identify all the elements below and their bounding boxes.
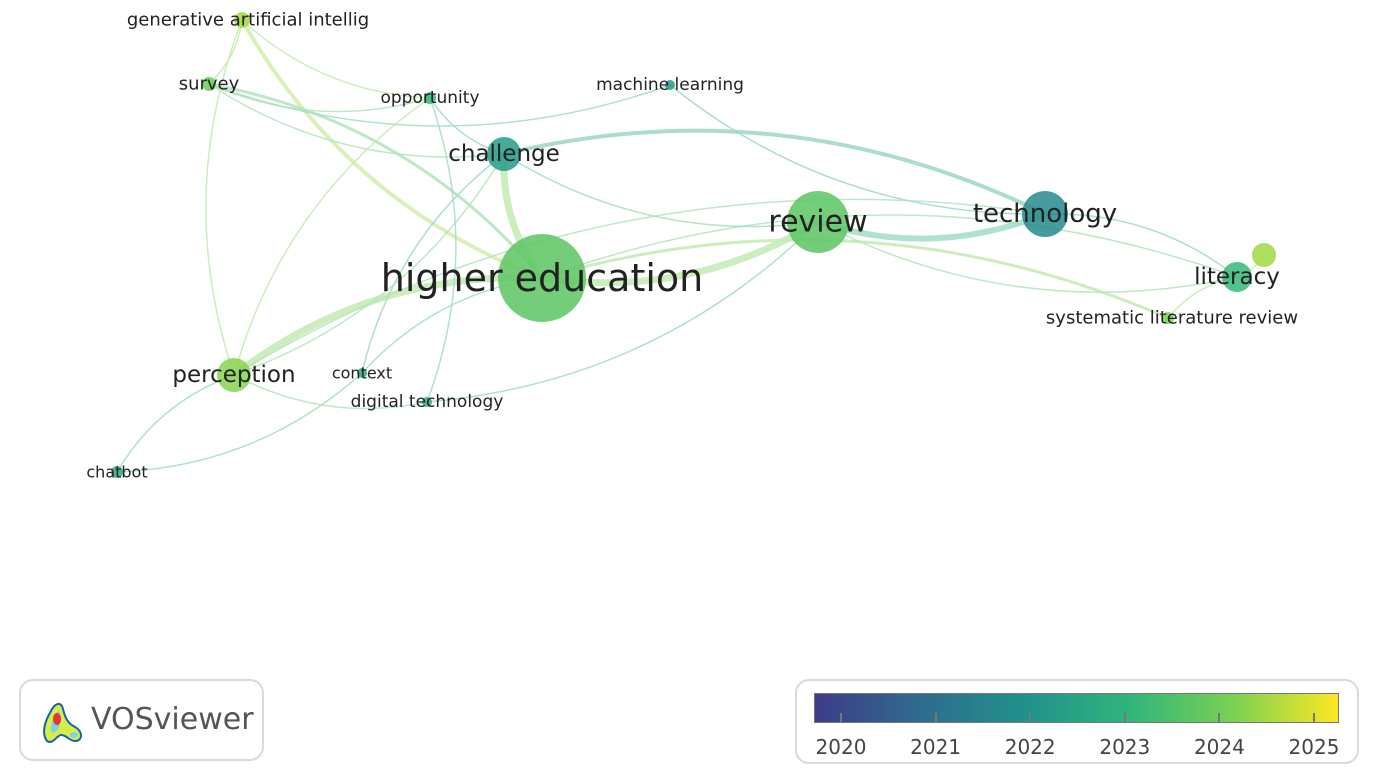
link-challenge-survey	[208, 83, 505, 158]
node-generative-ai[interactable]	[234, 12, 250, 28]
link-perception-digital_technology	[233, 374, 428, 410]
nodes-layer	[111, 12, 1276, 478]
node-label-challenge[interactable]: challenge	[448, 141, 560, 167]
node-label-digital-technology[interactable]: digital technology	[351, 392, 504, 412]
legend-tick-2025	[1313, 713, 1315, 723]
node-label-literacy[interactable]: literacy	[1194, 264, 1280, 290]
node-label-systematic-literature-review[interactable]: systematic literature review	[1046, 308, 1298, 329]
labels-layer: higher education review technology challeng…	[86, 10, 1298, 482]
node-unlabeled[interactable]	[1252, 243, 1276, 267]
link-technology-literacy	[1044, 213, 1238, 278]
link-generative_ai-opportunity	[241, 19, 431, 99]
link-opportunity-digital_technology	[426, 97, 457, 403]
link-higher_education-survey	[208, 82, 544, 279]
link-perception-chatbot	[116, 374, 235, 473]
links-layer	[116, 19, 1265, 473]
link-challenge-technology	[503, 128, 1046, 216]
legend-tick-2022	[1029, 713, 1032, 723]
legend-label-2021: 2021	[910, 735, 962, 759]
node-label-generative-ai[interactable]: generative artificial intellig	[127, 10, 369, 31]
link-challenge-context	[361, 153, 505, 374]
node-label-technology[interactable]: technology	[973, 199, 1117, 229]
link-machine_learning-survey	[208, 83, 671, 127]
vosviewer-logo-icon	[43, 703, 82, 743]
node-label-higher-education[interactable]: higher education	[381, 256, 703, 300]
node-perception[interactable]	[217, 358, 251, 392]
node-digital-technology[interactable]	[422, 397, 432, 407]
node-challenge[interactable]	[487, 137, 521, 171]
node-label-survey[interactable]: survey	[179, 74, 240, 95]
link-review-digital_technology	[426, 221, 819, 403]
node-context[interactable]	[357, 368, 367, 378]
link-opportunity-survey	[208, 83, 431, 113]
vosviewer-logo-box: VOSviewer	[19, 679, 264, 761]
vosviewer-logo-text: VOSviewer	[91, 702, 254, 737]
node-label-review[interactable]: review	[768, 205, 867, 240]
legend-tick-2021	[934, 713, 937, 723]
link-higher_education-literacy	[541, 214, 1238, 279]
node-label-context[interactable]: context	[332, 364, 392, 383]
overlay-color-legend: 2020 2021 2022 2023 2024 2025	[795, 679, 1359, 764]
node-label-chatbot[interactable]: chatbot	[86, 463, 147, 482]
link-perception-technology	[233, 198, 1046, 376]
node-label-machine-learning[interactable]: machine learning	[596, 75, 744, 95]
node-survey[interactable]	[202, 77, 216, 91]
link-higher_education-generative_ai	[240, 19, 543, 280]
node-chatbot[interactable]	[111, 466, 123, 478]
legend-tick-2020	[840, 713, 842, 723]
node-label-opportunity[interactable]: opportunity	[380, 88, 479, 108]
link-review-literacy	[817, 221, 1238, 293]
link-generative_ai-perception	[205, 19, 243, 376]
legend-tick-2024	[1218, 713, 1221, 723]
link-context-chatbot	[116, 372, 363, 473]
link-machine_learning-technology	[669, 84, 1046, 215]
node-machine-learning[interactable]	[665, 80, 675, 90]
link-challenge-perception	[233, 153, 505, 376]
legend-label-2025: 2025	[1288, 735, 1340, 759]
node-review[interactable]	[787, 191, 849, 253]
legend-colorbar	[814, 693, 1339, 723]
node-technology[interactable]	[1022, 191, 1068, 237]
node-literacy[interactable]	[1222, 262, 1252, 292]
node-higher-education[interactable]	[498, 234, 586, 322]
legend-label-2024: 2024	[1193, 735, 1245, 759]
link-opportunity-perception	[233, 97, 431, 376]
legend-label-2023: 2023	[1099, 735, 1151, 759]
node-systematic-literature-review[interactable]	[1162, 312, 1174, 324]
legend-label-2022: 2022	[1004, 735, 1056, 759]
legend-tick-2023	[1123, 713, 1126, 723]
node-opportunity[interactable]	[424, 92, 436, 104]
legend-label-2020: 2020	[815, 735, 867, 759]
node-label-perception[interactable]: perception	[172, 362, 295, 388]
